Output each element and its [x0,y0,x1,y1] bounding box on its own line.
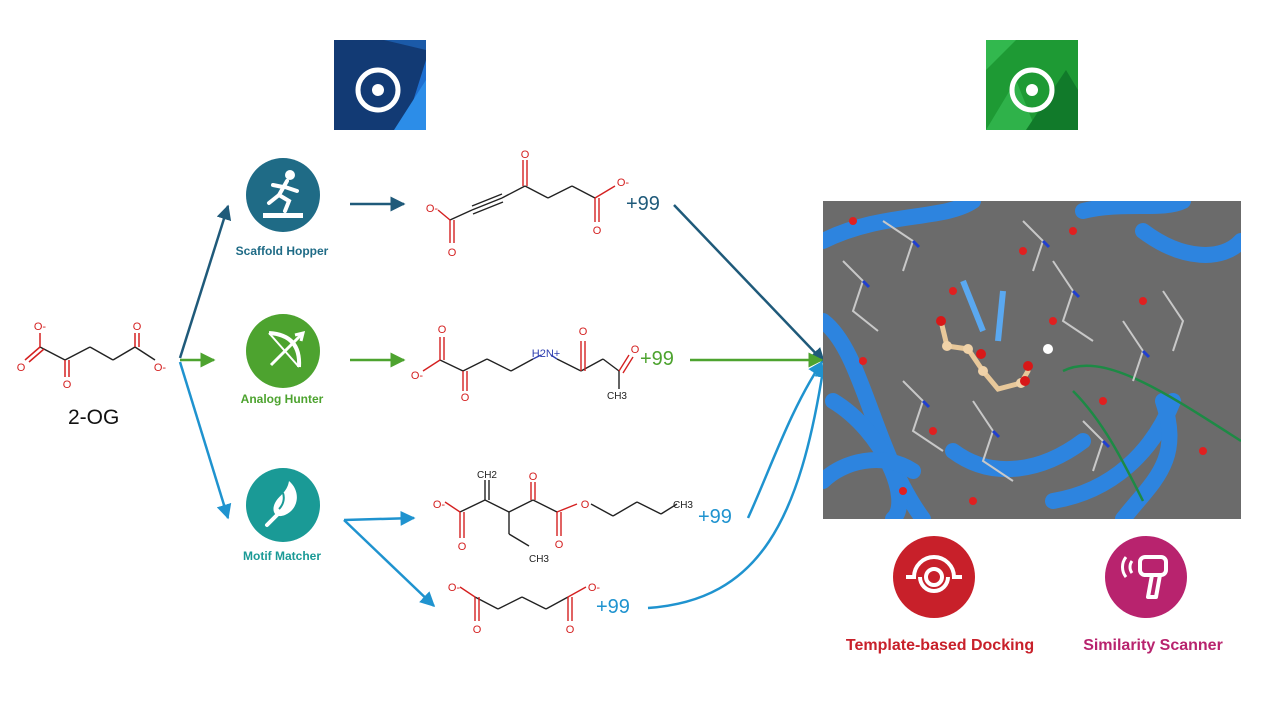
atom-nh2-plus: H2N+ [532,348,560,360]
svg-text:O: O [461,392,470,404]
result-molecule-1: O- O O O- O [426,149,630,259]
atom-o: O [133,321,142,333]
atom-ch3: CH3 [607,391,627,402]
blue-app-icon [334,40,426,130]
svg-text:O: O [438,324,447,336]
arrow-mol3-to-docking [746,360,824,519]
atom-o: O [63,379,72,391]
svg-text:O-: O- [426,203,439,215]
similarity-scanner-label: Similarity Scanner [1083,637,1223,654]
arrow-motif-to-mol4 [343,519,436,608]
svg-text:O: O [581,499,590,511]
motif-matcher-label: Motif Matcher [243,549,321,563]
svg-text:O: O [631,344,640,356]
scaffold-hopper-label: Scaffold Hopper [235,244,329,258]
analog-hunter-label: Analog Hunter [240,392,324,406]
green-app-icon [986,40,1078,130]
docking-structure-image [823,201,1241,519]
result-count-3: +99 [698,506,732,528]
result-molecule-2: O O- O H2N+ O O CH3 [411,324,640,404]
arrow-to-scaffold-hopper [178,204,232,359]
molecule-2og: O- O O O O- [17,321,167,391]
atom-o-minus: O- [34,321,47,333]
svg-text:O-: O- [433,499,446,511]
svg-text:O-: O- [617,177,630,189]
svg-text:O: O [579,326,588,338]
atom-ch3: CH3 [529,554,549,565]
svg-text:O: O [566,624,575,636]
arrow-motif-to-mol3 [343,510,416,526]
input-molecule-label: 2-OG [68,406,120,429]
svg-text:O: O [529,471,538,483]
analog-hunter-icon[interactable] [245,313,321,389]
result-count-1: +99 [626,193,660,215]
svg-text:O: O [555,539,564,551]
result-molecule-3: O- O O O O CH2 CH3 CH3 [433,470,694,565]
atom-ch2: CH2 [477,470,497,481]
svg-text:O: O [448,247,457,259]
svg-text:O-: O- [588,582,601,594]
svg-text:O: O [593,225,602,237]
svg-text:O: O [458,541,467,553]
result-molecule-4: O- O O- O [448,582,601,636]
svg-text:O-: O- [448,582,461,594]
svg-text:O: O [521,149,530,161]
atom-o: O [17,362,26,374]
scaffold-hopper-icon[interactable] [245,157,321,233]
arrow-mol4-to-docking [647,362,830,610]
result-count-2: +99 [640,348,674,370]
svg-text:O-: O- [411,370,424,382]
motif-matcher-icon[interactable] [245,467,321,543]
template-docking-icon[interactable] [892,535,976,619]
arrow-mol1-to-docking [673,204,826,364]
arrow-to-motif-matcher [178,361,232,520]
atom-o-minus: O- [154,362,167,374]
svg-text:O: O [473,624,482,636]
similarity-scanner-icon[interactable] [1104,535,1188,619]
result-count-4: +99 [596,596,630,618]
template-docking-label: Template-based Docking [845,637,1035,654]
atom-ch3: CH3 [673,500,693,511]
